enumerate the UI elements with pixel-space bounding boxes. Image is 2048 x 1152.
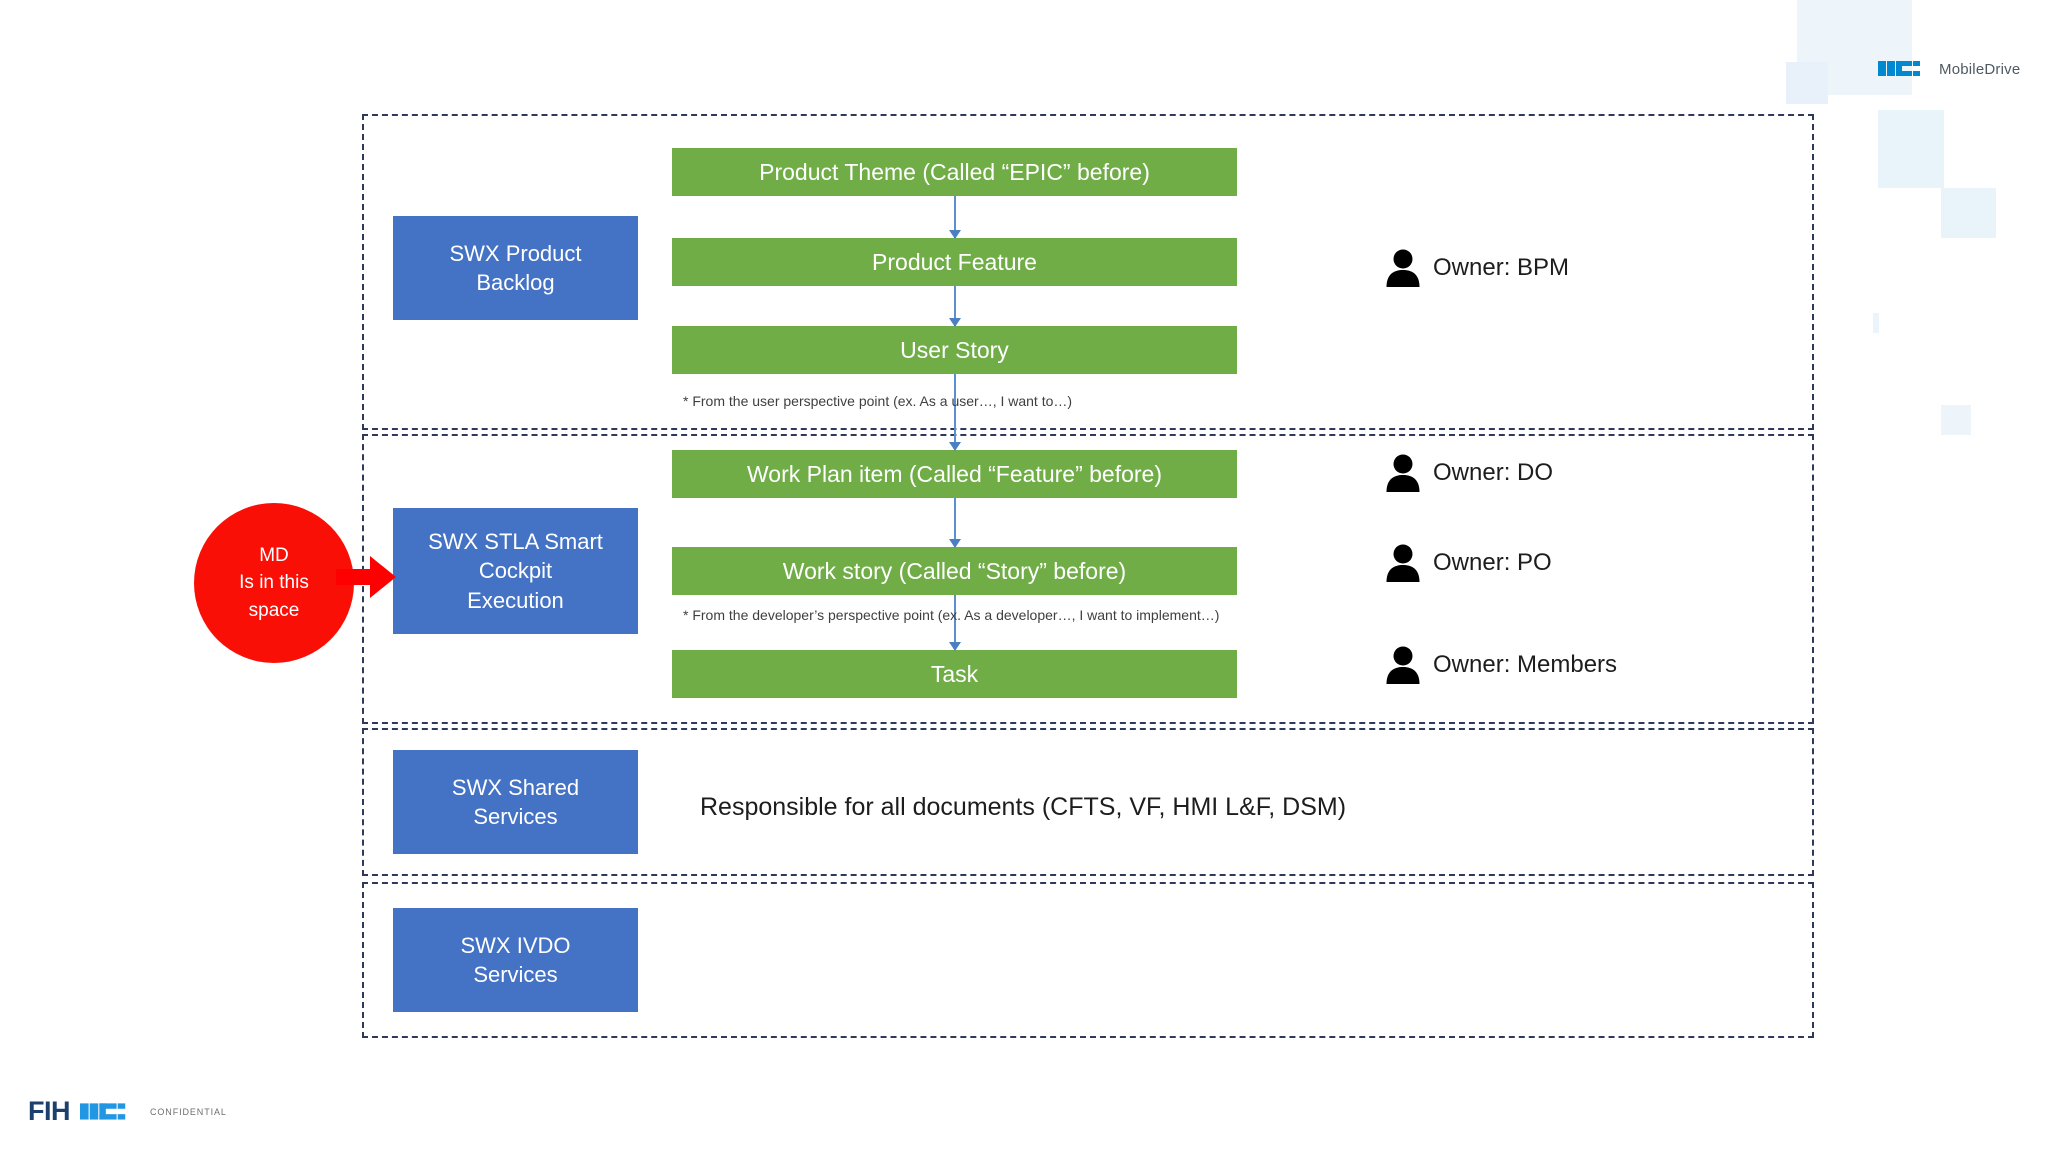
flow-box-product-feature[interactable]: Product Feature <box>672 238 1237 286</box>
category-label-line1: SWX STLA Smart <box>428 529 603 555</box>
note-user-perspective: * From the user perspective point (ex. A… <box>683 393 1073 409</box>
flow-box-user-story[interactable]: User Story <box>672 326 1237 374</box>
owner-label: Owner: Members <box>1433 651 1618 678</box>
decorative-square <box>1878 110 1944 188</box>
category-swx-shared-services[interactable]: SWX Shared Services <box>393 750 638 854</box>
md-callout-line1: MD <box>259 544 289 566</box>
owner-label: Owner: DO <box>1433 459 1554 486</box>
category-swx-stla-smart-cockpit-execution[interactable]: SWX STLA Smart Cockpit Execution <box>393 508 638 634</box>
confidential-label: CONFIDENTIAL <box>150 1106 227 1117</box>
footer: FIH CONFIDENTIAL <box>28 1096 227 1127</box>
category-label-line1: SWX IVDO <box>460 932 571 958</box>
lane-product-backlog <box>362 114 1814 430</box>
owner-row-members: Owner: Members <box>1385 645 1617 685</box>
category-swx-ivdo-services[interactable]: SWX IVDO Services <box>393 908 638 1012</box>
flow-box-work-story[interactable]: Work story (Called “Story” before) <box>672 547 1237 595</box>
category-swx-product-backlog[interactable]: SWX Product Backlog <box>393 216 638 320</box>
connector-arrow-icon <box>949 196 961 239</box>
connector-arrow-icon <box>949 286 961 327</box>
owner-label: Owner: BPM <box>1433 254 1570 281</box>
fih-wordmark: FIH <box>28 1096 71 1126</box>
decorative-square <box>1873 313 1879 333</box>
mobiledrive-logo: MobileDrive <box>1878 58 2020 80</box>
category-label-line3: Execution <box>467 587 564 613</box>
mobiledrive-wordmark: MobileDrive <box>1939 60 2021 78</box>
right-arrow-icon <box>336 556 396 598</box>
owner-row-bpm: Owner: BPM <box>1385 248 1569 288</box>
md-callout-badge: MD Is in this space <box>194 503 354 663</box>
decorative-square <box>1941 405 1971 435</box>
category-label-line1: SWX Shared <box>451 774 580 800</box>
person-icon <box>1386 249 1420 287</box>
lane-shared-services <box>362 728 1814 876</box>
person-icon <box>1386 454 1420 492</box>
owner-row-po: Owner: PO <box>1385 543 1552 583</box>
shared-services-responsibility: Responsible for all documents (CFTS, VF,… <box>700 793 1347 821</box>
category-label-line2: Backlog <box>476 270 555 295</box>
category-label-line2: Services <box>473 804 558 829</box>
category-label-line2: Cockpit <box>478 558 553 584</box>
owner-label: Owner: PO <box>1433 549 1552 576</box>
flow-box-product-theme[interactable]: Product Theme (Called “EPIC” before) <box>672 148 1237 196</box>
mobiledrive-mark-icon <box>1878 61 1920 76</box>
flow-box-task[interactable]: Task <box>672 650 1237 698</box>
decorative-square <box>1786 62 1828 104</box>
connector-arrow-icon <box>949 374 961 451</box>
md-callout-line3: space <box>248 599 300 621</box>
flow-box-work-plan-item[interactable]: Work Plan item (Called “Feature” before) <box>672 450 1237 498</box>
owner-row-do: Owner: DO <box>1385 453 1553 493</box>
connector-arrow-icon <box>949 498 961 548</box>
note-developer-perspective: * From the developer’s perspective point… <box>683 607 1220 623</box>
category-label-line1: SWX Product <box>449 240 582 266</box>
category-label-line2: Services <box>473 962 558 987</box>
mobiledrive-mark-icon <box>80 1102 126 1120</box>
connector-arrow-icon <box>949 595 961 651</box>
decorative-square <box>1941 188 1996 238</box>
lane-ivdo-services <box>362 882 1814 1038</box>
person-icon <box>1386 544 1420 582</box>
person-icon <box>1386 646 1420 684</box>
md-callout-line2: Is in this <box>239 572 309 594</box>
